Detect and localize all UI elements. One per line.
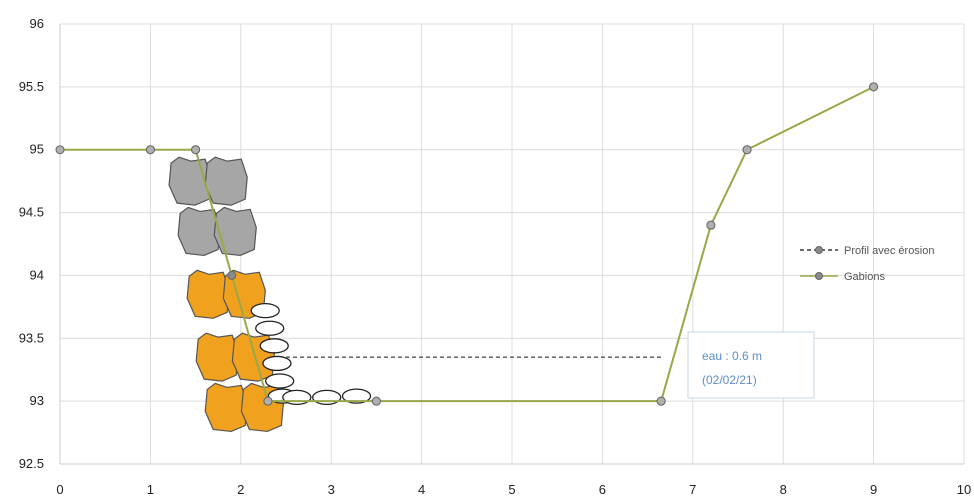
x-tick-label: 5 — [508, 482, 515, 497]
riprap-stone — [255, 320, 285, 336]
data-point-gabions — [191, 145, 201, 155]
series-group — [55, 82, 879, 406]
x-tick-label: 7 — [689, 482, 696, 497]
axes — [59, 24, 964, 465]
data-point-gabions — [263, 396, 273, 406]
annotation-line-2: (02/02/21) — [702, 373, 757, 387]
gabion-block-grey — [213, 206, 257, 257]
x-tick-label: 8 — [780, 482, 787, 497]
riprap-stone — [312, 389, 342, 406]
x-tick-label: 1 — [147, 482, 154, 497]
x-tick-label: 3 — [328, 482, 335, 497]
data-point-gabions — [55, 145, 65, 155]
riprap-stone — [250, 302, 280, 319]
annotation-box — [687, 331, 815, 399]
riprap-stone — [259, 338, 289, 354]
riprap-stone — [341, 388, 372, 404]
x-tick-label: 9 — [870, 482, 877, 497]
tick-labels: 0 1 2 3 4 5 6 7 8 9 10 92.5 93 93.5 94 94.5 95 95.5 96 — [19, 16, 972, 497]
legend-label: Profil avec érosion — [844, 245, 935, 257]
legend-label: Gabions — [844, 271, 885, 283]
data-point-profil-erosion — [227, 270, 237, 280]
x-tick-label: 6 — [599, 482, 606, 497]
y-tick-label: 95.5 — [19, 79, 44, 94]
riprap-stone — [282, 389, 312, 406]
data-point-gabions — [869, 82, 879, 92]
x-tick-label: 0 — [56, 482, 63, 497]
data-point-gabions — [706, 220, 716, 230]
y-tick-label: 92.5 — [19, 456, 44, 471]
x-tick-label: 10 — [957, 482, 971, 497]
gabion-wall — [168, 156, 285, 433]
gabion-block-grey — [204, 156, 248, 206]
y-tick-label: 94 — [30, 267, 44, 282]
riprap-stone — [265, 373, 295, 389]
y-tick-label: 93 — [30, 393, 44, 408]
x-tick-label: 2 — [237, 482, 244, 497]
riprap-stones — [250, 302, 372, 406]
data-point-gabions — [742, 145, 752, 155]
y-tick-label: 93.5 — [19, 330, 44, 345]
legend-marker — [815, 272, 823, 280]
data-point-gabions — [145, 145, 155, 155]
riprap-stone — [262, 355, 292, 372]
gabion-block-orange — [204, 382, 248, 433]
x-tick-label: 4 — [418, 482, 425, 497]
gabion-block-orange — [186, 269, 230, 319]
data-point-gabions — [656, 396, 666, 406]
annotation-line-1: eau : 0.6 m — [702, 349, 762, 363]
legend-marker — [815, 246, 823, 254]
y-tick-label: 96 — [30, 16, 44, 31]
water-annotation: eau : 0.6 m (02/02/21) — [687, 331, 815, 399]
gabion-block-orange — [195, 332, 239, 382]
data-point-gabions — [371, 396, 381, 406]
y-tick-label: 94.5 — [19, 205, 44, 220]
y-tick-label: 95 — [30, 142, 44, 157]
